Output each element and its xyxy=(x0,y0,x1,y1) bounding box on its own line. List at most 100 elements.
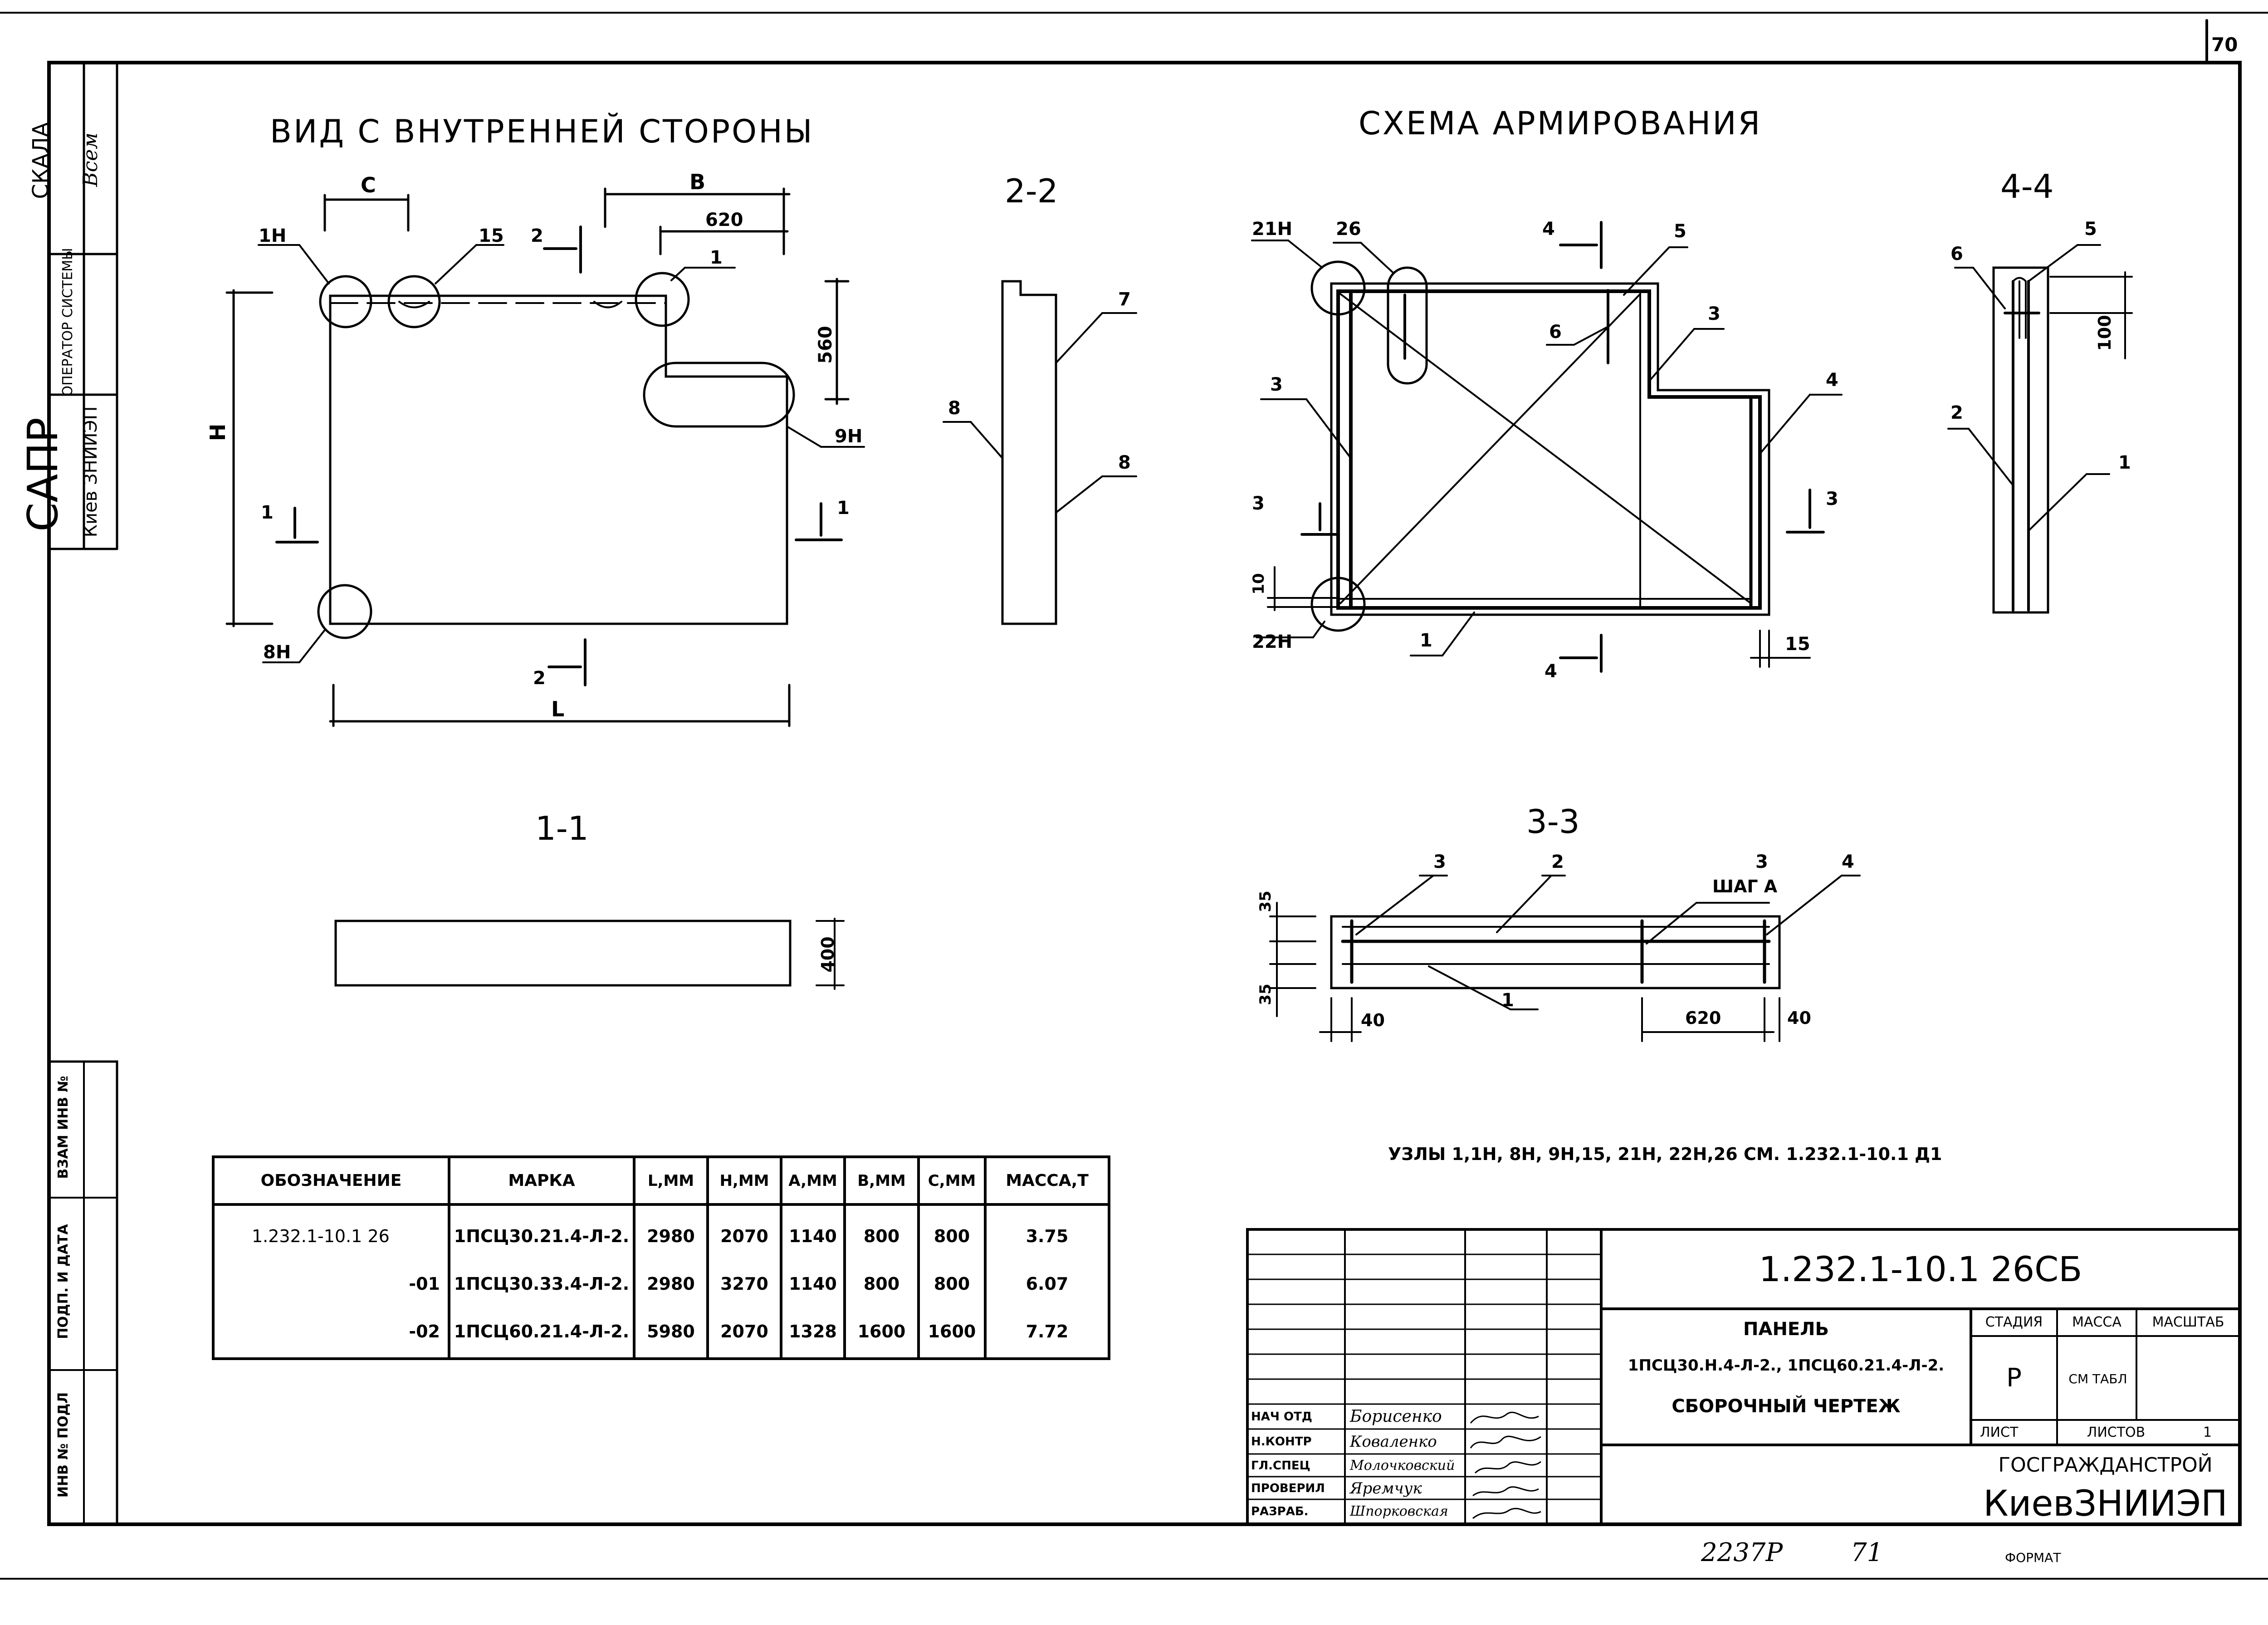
pos-1-label: 1 xyxy=(1420,630,1432,651)
sec33-dim-620-label: 620 xyxy=(1685,1008,1721,1028)
sec33-pos-3a-label: 3 xyxy=(1433,852,1446,872)
pos-8a-label: 8 xyxy=(948,398,961,419)
pos-3b-label: 3 xyxy=(1708,303,1721,324)
pos-4-label: 4 xyxy=(1826,370,1838,391)
sidebar-inv-original: ИНВ № ПОДЛ xyxy=(55,1392,71,1498)
table-row-0-mass: 3.75 xyxy=(1026,1226,1069,1246)
table-row-1-designation: -01 xyxy=(409,1274,440,1294)
node-21h-label: 21Н xyxy=(1252,219,1293,240)
sec33-dim-40b-label: 40 xyxy=(1787,1008,1811,1028)
node-9h-label: 9Н xyxy=(835,426,863,447)
document-name-2: 1ПСЦ30.Н.4-Л-2., 1ПСЦ60.21.4-Л-2. xyxy=(1628,1356,1945,1375)
spec-header-b: B,ММ xyxy=(857,1171,906,1190)
sec44-pos-5-label: 5 xyxy=(2084,219,2097,240)
section-4-4-title: 4-4 xyxy=(2000,167,2054,206)
table-row-0-b: 800 xyxy=(863,1226,900,1246)
cut-1-right-label: 1 xyxy=(837,498,850,519)
role-checked: ПРОВЕРИЛ xyxy=(1251,1481,1325,1495)
format-label: ФОРМАТ xyxy=(2005,1550,2061,1565)
spec-header-c: C,ММ xyxy=(928,1171,976,1190)
sec33-pos-1-label: 1 xyxy=(1501,990,1514,1011)
dim-c-label: C xyxy=(361,173,376,197)
dim-15-label: 15 xyxy=(1785,634,1810,655)
signature-scribbles xyxy=(1470,1411,1541,1519)
table-row-0-h: 2070 xyxy=(720,1226,768,1246)
scale-header: МАСШТАБ xyxy=(2152,1314,2224,1330)
table-row-0-c: 800 xyxy=(934,1226,970,1246)
spec-header-a: A,ММ xyxy=(788,1171,837,1190)
table-row-1-h: 3270 xyxy=(720,1274,768,1294)
pos-7-label: 7 xyxy=(1118,289,1131,310)
stage-header: СТАДИЯ xyxy=(1985,1314,2043,1330)
dim-10-label: 10 xyxy=(1250,573,1268,595)
table-row-0-mark: 1ПСЦ30.21.4-Л-2. xyxy=(454,1226,630,1246)
dim-b-label: B xyxy=(689,170,706,194)
spec-header-designation: ОБОЗНАЧЕНИЕ xyxy=(260,1171,402,1190)
cut-2-bottom-label: 2 xyxy=(533,668,546,689)
sec44-pos-2-label: 2 xyxy=(1950,402,1963,423)
cut-2-top-label: 2 xyxy=(531,225,543,246)
sidebar-sign-date: ПОДП. И ДАТА xyxy=(55,1224,71,1339)
sec11-dim-400-label: 400 xyxy=(818,936,838,973)
sidebar-operator: ОПЕРАТОР СИСТЕМЫ xyxy=(60,248,76,396)
role-head-department: НАЧ ОТД xyxy=(1251,1410,1312,1424)
section-2-2-title: 2-2 xyxy=(1005,172,1058,210)
sidebar-scale-signature: Всем xyxy=(79,132,102,187)
sec33-step-label: ШАГ А xyxy=(1712,876,1778,896)
role-norm-control: Н.КОНТР xyxy=(1251,1435,1312,1449)
table-row-0-l: 2980 xyxy=(647,1226,695,1246)
pos-5-label: 5 xyxy=(1674,221,1686,242)
table-row-1-b: 800 xyxy=(863,1274,900,1294)
spec-header-h: H,ММ xyxy=(719,1171,769,1190)
sheets-header: ЛИСТОВ xyxy=(2087,1424,2146,1440)
table-row-0-designation: 1.232.1-10.1 26 xyxy=(252,1226,390,1246)
name-developed: Шпорковская xyxy=(1350,1503,1448,1519)
page-number: 70 xyxy=(2211,34,2238,56)
table-row-1-mass: 6.07 xyxy=(1026,1274,1069,1294)
name-checked: Яремчук xyxy=(1350,1479,1422,1498)
name-head-department: Борисенко xyxy=(1350,1407,1442,1426)
table-row-1-a: 1140 xyxy=(789,1274,837,1294)
table-row-1-l: 2980 xyxy=(647,1274,695,1294)
mass-value: СМ ТАБЛ xyxy=(2068,1371,2127,1387)
role-developed: РАЗРАБ. xyxy=(1251,1505,1309,1518)
sec33-dim-40a-label: 40 xyxy=(1361,1010,1385,1030)
nodes-reference-note: УЗЛЫ 1,1Н, 8Н, 9Н,15, 21Н, 22Н,26 СМ. 1.… xyxy=(1388,1144,1942,1164)
table-row-2-mark: 1ПСЦ60.21.4-Л-2. xyxy=(454,1322,630,1341)
pos-6-label: 6 xyxy=(1549,322,1562,343)
stage-value: Р xyxy=(2006,1363,2022,1393)
sec33-pos-3b-label: 3 xyxy=(1755,852,1768,872)
bottom-page-number: 71 xyxy=(1851,1538,1883,1567)
table-row-2-a: 1328 xyxy=(789,1322,837,1341)
sidebar-sapr: САПР xyxy=(19,417,67,532)
table-row-2-mass: 7.72 xyxy=(1026,1322,1069,1341)
sec44-pos-6-label: 6 xyxy=(1950,244,1963,264)
spec-header-mass: МАССА,Т xyxy=(1006,1171,1089,1190)
table-row-1-mark: 1ПСЦ30.33.4-Л-2. xyxy=(454,1274,630,1294)
spec-header-mark: МАРКА xyxy=(508,1171,575,1190)
node-22h-label: 22Н xyxy=(1252,631,1293,652)
dim-620-label: 620 xyxy=(705,210,743,230)
table-row-2-designation: -02 xyxy=(409,1322,440,1341)
table-row-2-h: 2070 xyxy=(720,1322,768,1341)
node-8h-label: 8Н xyxy=(263,642,291,663)
document-name-1: ПАНЕЛЬ xyxy=(1743,1319,1829,1340)
document-code: 1.232.1-10.1 26СБ xyxy=(1759,1248,2082,1289)
sec33-pos-2-label: 2 xyxy=(1551,852,1564,872)
bottom-inventory-number: 2237Р xyxy=(1701,1538,1783,1567)
spec-header-l: L,ММ xyxy=(647,1171,694,1190)
sidebar-scale: СКАЛА xyxy=(28,122,54,199)
sec33-dim-35b-label: 35 xyxy=(1256,984,1275,1005)
name-norm-control: Коваленко xyxy=(1350,1433,1437,1451)
dim-h-label: H xyxy=(205,423,230,441)
cut-4-top-label: 4 xyxy=(1542,219,1555,240)
sheets-value: 1 xyxy=(2203,1424,2212,1440)
view-reinforcement-title: СХЕМА АРМИРОВАНИЯ xyxy=(1359,105,1762,142)
pos-3a-label: 3 xyxy=(1270,374,1283,395)
sec44-pos-1-label: 1 xyxy=(2118,452,2131,473)
sheet-header: ЛИСТ xyxy=(1980,1424,2019,1440)
organization-line-1: ГОСГРАЖДАНСТРОЙ xyxy=(1998,1454,2213,1477)
table-row-2-b: 1600 xyxy=(857,1322,906,1341)
cut-1-left-label: 1 xyxy=(261,502,274,523)
